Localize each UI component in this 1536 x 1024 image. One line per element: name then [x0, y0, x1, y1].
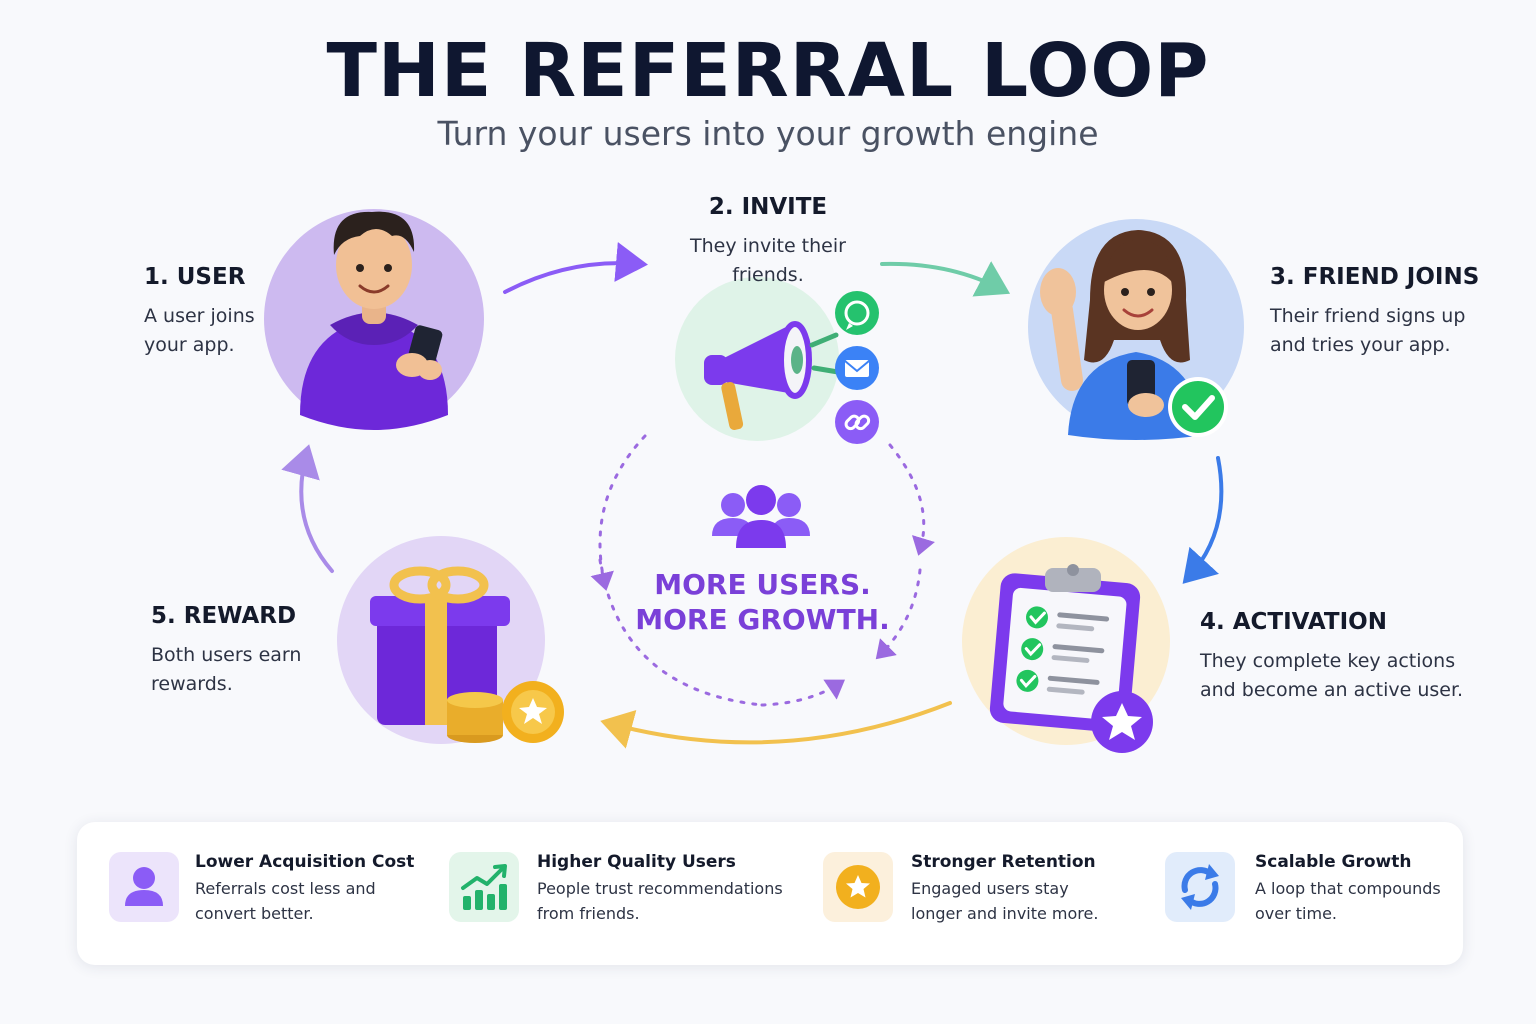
reward-illustration [337, 536, 564, 744]
arrow-activation-to-reward [600, 701, 952, 749]
step-invite: 2. INVITE They invite their friends. [618, 194, 918, 290]
step-desc-line: friends. [732, 264, 804, 286]
benefit-title: Lower Acquisition Cost [195, 852, 415, 872]
benefit-desc-line: convert better. [195, 904, 314, 923]
star-badge-icon [1091, 691, 1153, 753]
whatsapp-icon [835, 291, 879, 335]
page-subtitle: Turn your users into your growth engine [437, 114, 1099, 153]
benefit-desc-line: Referrals cost less and [195, 879, 376, 898]
step-desc: Their friend signs up and tries your app… [1270, 302, 1510, 360]
invite-illustration [675, 277, 841, 441]
benefit-desc: People trust recommendations from friend… [537, 876, 797, 926]
center-message: MORE USERS. MORE GROWTH. [600, 567, 925, 637]
step-desc-line: rewards. [151, 673, 233, 695]
benefit-desc-line: from friends. [537, 904, 640, 923]
benefit-desc-line: longer and invite more. [911, 904, 1099, 923]
user-illustration [264, 209, 484, 430]
arrow-invite-to-friend [880, 261, 1011, 297]
check-badge-icon [1168, 377, 1228, 437]
step-desc-line: your app. [144, 334, 235, 356]
benefits-panel: Lower Acquisition Cost Referrals cost le… [77, 822, 1463, 965]
benefit-desc-line: A loop that compounds [1255, 879, 1441, 898]
inner-loop-dotted [760, 679, 845, 707]
step-title: 3. FRIEND JOINS [1270, 264, 1480, 290]
inner-loop-dotted [590, 434, 647, 591]
page-title: THE REFERRAL LOOP [326, 28, 1210, 114]
inner-loop-dotted [598, 558, 764, 707]
link-icon [835, 400, 879, 444]
benefit-title: Stronger Retention [911, 852, 1096, 872]
step-desc-line: A user joins [144, 305, 255, 327]
step-desc-line: They invite their [690, 235, 846, 257]
step-desc-line: Both users earn [151, 644, 302, 666]
step-desc-line: and become an active user. [1200, 679, 1464, 701]
user-icon [109, 852, 179, 922]
activation-illustration [962, 537, 1170, 745]
benefit-desc-line: Engaged users stay [911, 879, 1069, 898]
step-user: 1. USER A user joins your app. [144, 264, 344, 360]
step-desc-line: and tries your app. [1270, 334, 1451, 356]
growth-chart-icon [449, 852, 519, 922]
arrow-user-to-invite [503, 242, 648, 294]
step-title: 1. USER [144, 264, 246, 290]
inner-loop-dotted [875, 568, 922, 660]
email-icon [835, 346, 879, 390]
step-title: 4. ACTIVATION [1200, 609, 1387, 635]
step-activation: 4. ACTIVATION They complete key actions … [1200, 609, 1490, 705]
step-title: 5. REWARD [151, 603, 297, 629]
friend-illustration [1028, 219, 1244, 440]
step-desc: They invite their friends. [618, 232, 918, 290]
benefit-title: Scalable Growth [1255, 852, 1412, 872]
arrow-friend-to-activation [1182, 456, 1224, 584]
step-title: 2. INVITE [708, 194, 828, 220]
step-desc: They complete key actions and become an … [1200, 647, 1490, 705]
refresh-loop-icon [1165, 852, 1235, 922]
step-desc-line: Their friend signs up [1270, 305, 1466, 327]
step-desc: Both users earn rewards. [151, 641, 351, 699]
step-friend-joins: 3. FRIEND JOINS Their friend signs up an… [1270, 264, 1510, 360]
star-badge-icon [823, 852, 893, 922]
users-group-icon [712, 485, 810, 548]
step-desc-line: They complete key actions [1200, 650, 1456, 672]
center-line: MORE GROWTH. [635, 603, 890, 636]
benefit-desc: Engaged users stay longer and invite mor… [911, 876, 1151, 926]
inner-loop-dotted [888, 443, 935, 556]
arrow-reward-to-user [281, 444, 334, 573]
benefit-desc-line: People trust recommendations [537, 879, 783, 898]
benefit-desc-line: over time. [1255, 904, 1337, 923]
benefit-desc: A loop that compounds over time. [1255, 876, 1475, 926]
benefit-desc: Referrals cost less and convert better. [195, 876, 445, 926]
benefit-title: Higher Quality Users [537, 852, 736, 872]
step-reward: 5. REWARD Both users earn rewards. [151, 603, 351, 699]
step-desc: A user joins your app. [144, 302, 344, 360]
center-line: MORE USERS. [654, 568, 871, 601]
